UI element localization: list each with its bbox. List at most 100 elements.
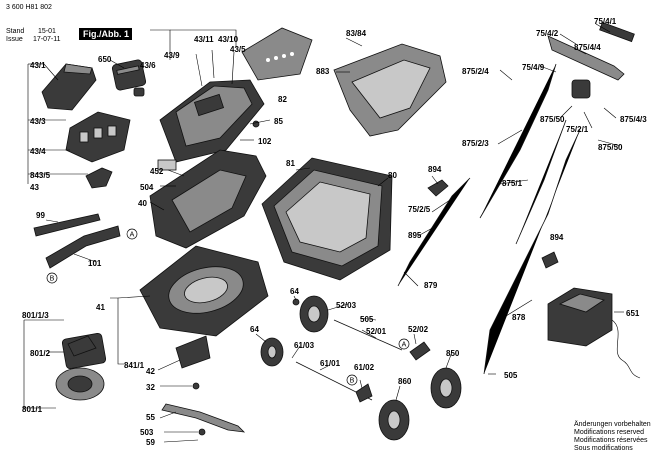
footer-line-1: Änderungen vorbehalten <box>574 420 651 428</box>
label-801-1: 801/1 <box>22 405 43 414</box>
label-43-11: 43/11 <box>194 35 214 44</box>
knob-894b-part <box>541 251 559 269</box>
stand-label: Stand <box>6 28 25 35</box>
label-43-6: 43/6 <box>140 61 156 70</box>
clip-part <box>85 167 113 189</box>
footer-line-2: Modifications reserved <box>574 429 644 436</box>
label-82: 82 <box>278 95 287 104</box>
label-80: 80 <box>388 171 397 180</box>
label-43-3: 43/3 <box>30 117 46 126</box>
accessory-101-part <box>45 225 121 269</box>
accessory-99-part <box>33 213 101 237</box>
grassbox-lid-part <box>333 43 447 137</box>
grassbox-part <box>261 157 393 281</box>
svg-text:A: A <box>402 342 407 349</box>
handle-875-1-part <box>515 119 567 245</box>
svg-text:B: B <box>350 378 355 385</box>
svg-text:A: A <box>130 232 135 239</box>
footer-line-4: Sous modifications <box>574 445 633 452</box>
label-841-1: 841/1 <box>124 361 145 370</box>
label-102: 102 <box>258 137 272 146</box>
label-883: 883 <box>316 67 330 76</box>
rear-wheel-860-part <box>378 399 410 441</box>
label-75-2-5: 75/2/5 <box>408 205 431 214</box>
handle-878-part <box>483 129 581 375</box>
label-43-4: 43/4 <box>30 147 46 156</box>
label-61-01: 61/01 <box>320 359 341 368</box>
label-83-84: 83/84 <box>346 29 367 38</box>
label-32: 32 <box>146 383 155 392</box>
label-504: 504 <box>140 183 154 192</box>
part-labels: 43/1 650 43/6 43/9 43/11 43/10 43/5 82 8… <box>22 17 647 447</box>
label-651: 651 <box>626 309 640 318</box>
label-894-a: 894 <box>428 165 442 174</box>
label-52-02: 52/02 <box>408 325 429 334</box>
battery-housing-part <box>65 111 131 163</box>
label-61-02: 61/02 <box>354 363 375 372</box>
label-878: 878 <box>512 313 526 322</box>
charger-part <box>547 287 641 379</box>
label-43-5: 43/5 <box>230 45 246 54</box>
upper-handle-part <box>479 63 557 219</box>
label-61-03: 61/03 <box>294 341 315 350</box>
label-43-10: 43/10 <box>218 35 239 44</box>
label-59: 59 <box>146 438 155 447</box>
label-42: 42 <box>146 367 155 376</box>
clip-52-02-part <box>409 341 431 361</box>
label-43: 43 <box>30 183 39 192</box>
label-101: 101 <box>88 259 102 268</box>
battery-part <box>111 59 147 97</box>
label-64-a: 64 <box>290 287 299 296</box>
label-75-4-2: 75/4/2 <box>536 29 559 38</box>
label-503: 503 <box>140 428 154 437</box>
label-894-b: 894 <box>550 233 564 242</box>
label-41: 41 <box>96 303 105 312</box>
clip-801-2-part <box>67 335 97 357</box>
label-875-2-4: 875/2/4 <box>462 67 489 76</box>
axle-52-part <box>333 319 403 351</box>
front-wheel-left-part <box>299 295 329 333</box>
blade-screw-part <box>198 428 206 436</box>
label-75-2-1: 75/2/1 <box>566 125 589 134</box>
figure-label: Fig./Abb. 1 <box>79 28 132 40</box>
label-75-4-1: 75/4/1 <box>594 17 617 26</box>
doc-number: 3 600 H81 802 <box>6 4 52 11</box>
front-wheel-small-part <box>260 337 284 367</box>
label-801-1-3: 801/1/3 <box>22 311 49 320</box>
label-860: 860 <box>398 377 412 386</box>
upper-housing-part <box>159 79 265 163</box>
screw-64-part <box>292 298 300 306</box>
label-843-5: 843/5 <box>30 171 51 180</box>
svg-text:B: B <box>50 276 55 283</box>
label-52-03: 52/03 <box>336 301 357 310</box>
label-895: 895 <box>408 231 422 240</box>
stand-value: 15-01 <box>38 28 56 35</box>
footer-line-3: Modifications réservées <box>574 437 648 444</box>
label-879: 879 <box>424 281 438 290</box>
label-81: 81 <box>286 159 295 168</box>
callout-b-2: B <box>346 374 358 386</box>
label-875-4-4: 875/4/4 <box>574 43 601 52</box>
label-52-01: 52/01 <box>366 327 387 336</box>
battery-cover-part <box>41 63 97 111</box>
label-801-2: 801/2 <box>30 349 51 358</box>
label-43-1: 43/1 <box>30 61 46 70</box>
label-850: 850 <box>446 349 460 358</box>
label-452: 452 <box>150 167 164 176</box>
label-875-4-3: 875/4/3 <box>620 115 647 124</box>
label-505-a: 505 <box>360 315 374 324</box>
callout-b-1: B <box>46 272 58 284</box>
label-875-1: 875/1 <box>502 179 523 188</box>
screw-32-part <box>192 382 200 390</box>
label-505-b: 505 <box>504 371 518 380</box>
label-55: 55 <box>146 413 155 422</box>
label-875-50-a: 875/50 <box>540 115 565 124</box>
label-40: 40 <box>138 199 147 208</box>
issue-label: Issue <box>6 36 23 43</box>
lower-housing-part <box>139 245 269 337</box>
deflector-part <box>175 335 211 369</box>
label-75-4-9: 75/4/9 <box>522 63 545 72</box>
label-43-9: 43/9 <box>164 51 180 60</box>
